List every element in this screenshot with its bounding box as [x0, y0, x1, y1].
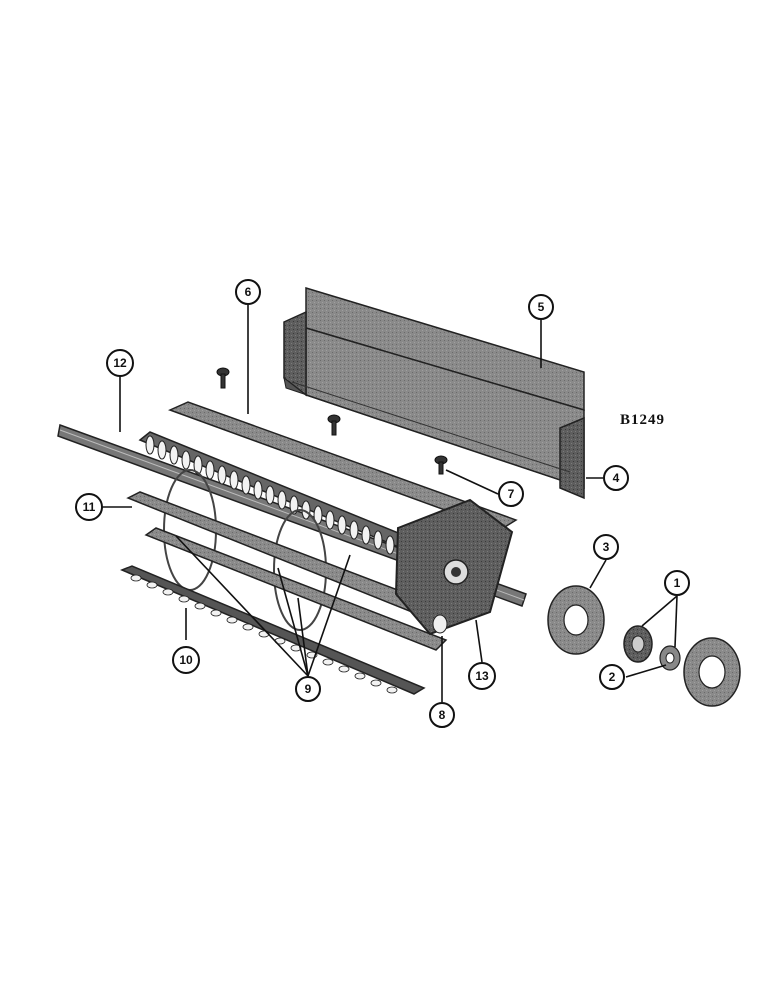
svg-text:12: 12	[113, 356, 127, 370]
callout-11: 11	[75, 493, 103, 521]
svg-text:8: 8	[439, 708, 446, 722]
callout-13: 13	[468, 662, 496, 690]
callout-2: 2	[599, 664, 625, 690]
svg-text:13: 13	[475, 669, 489, 683]
svg-text:3: 3	[603, 540, 610, 554]
svg-text:5: 5	[538, 300, 545, 314]
svg-text:1: 1	[674, 576, 681, 590]
callout-4: 4	[603, 465, 629, 491]
callout-1: 1	[664, 570, 690, 596]
svg-text:2: 2	[609, 670, 616, 684]
svg-text:11: 11	[83, 500, 96, 514]
svg-text:10: 10	[179, 653, 193, 667]
svg-text:7: 7	[508, 487, 515, 501]
callout-12: 12	[106, 349, 134, 377]
top-rasp-bar	[167, 401, 518, 531]
bolt	[216, 367, 448, 475]
drawing-reference: B1249	[620, 412, 665, 428]
svg-text:9: 9	[305, 682, 312, 696]
end-plate	[394, 498, 514, 636]
bearing	[623, 625, 681, 671]
leader-lines	[102, 305, 678, 702]
svg-text:6: 6	[245, 285, 252, 299]
callout-5: 5	[528, 294, 554, 320]
svg-text:4: 4	[613, 471, 620, 485]
loose-rasp-bar	[120, 565, 426, 695]
callout-8: 8	[429, 702, 455, 728]
bearing-flange	[547, 585, 605, 655]
callout-7: 7	[498, 481, 524, 507]
spiral-rasp-bar	[138, 431, 442, 561]
callout-10: 10	[172, 646, 200, 674]
outer-flange	[683, 637, 741, 707]
lower-rasp-bar	[144, 527, 448, 651]
cover-plate	[283, 286, 585, 500]
callout-3: 3	[593, 534, 619, 560]
callout-9: 9	[295, 676, 321, 702]
callout-6: 6	[235, 279, 261, 305]
